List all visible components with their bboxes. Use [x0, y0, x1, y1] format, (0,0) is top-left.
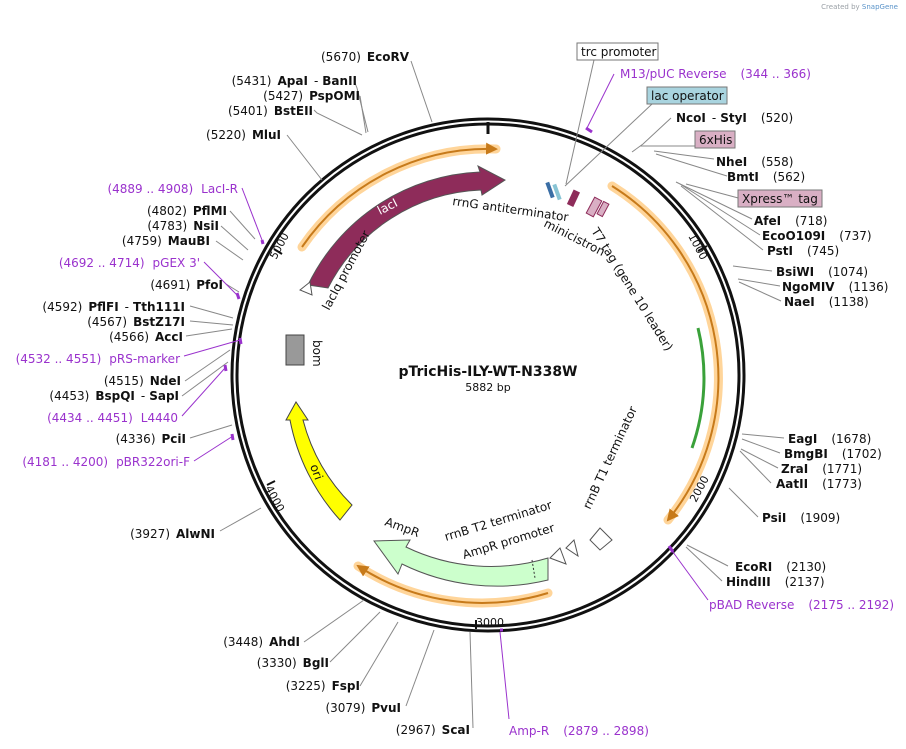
enzyme-bstz17i: (4567)BstZ17I [87, 315, 185, 329]
enzyme-fspi: (3225)FspI [286, 679, 360, 693]
primer-labels: M13/pUC Reverse(344 .. 366) (4889 .. 490… [16, 67, 894, 738]
boxed-xpress-tag: Xpress™ tag [737, 189, 823, 208]
ampr-promoter-arrow [549, 547, 567, 565]
enzyme-mlui: (5220)MluI [206, 128, 281, 142]
plasmid-name: pTricHis-ILY-WT-N338W [398, 364, 577, 380]
primer-l4440: (4434 .. 4451)L4440 [47, 411, 178, 425]
enzyme-ncoi: NcoI-StyI(520) [676, 111, 793, 125]
primer-laci-r: (4889 .. 4908)LacI-R [107, 182, 238, 196]
ori-label: ori [307, 462, 325, 481]
enzyme-pcii: (4336)PciI [116, 432, 186, 446]
laci-feature [307, 164, 506, 289]
primer-m13-puc-reverse: M13/pUC Reverse(344 .. 366) [620, 67, 811, 81]
enzyme-afei: AfeI(718) [754, 214, 827, 228]
trc-promoter-label: trc promoter [581, 45, 657, 59]
boxed-trc-promoter: trc promoter [576, 42, 659, 61]
plasmid-length: 5882 bp [465, 381, 510, 394]
insert-green-arc [690, 327, 706, 449]
t7tag-label: T7 tag (gene 10 leader) [588, 224, 676, 353]
tick-5000: 5000 [267, 231, 292, 262]
enzyme-ecori: EcoRI(2130) [735, 560, 826, 574]
enzyme-leaders [181, 60, 785, 729]
enzyme-pflfi: (4592)PflFI-Tth111I [42, 300, 185, 314]
enzyme-ndei: (4515)NdeI [104, 374, 181, 388]
enzyme-psti: PstI(745) [767, 244, 839, 258]
enzyme-hindiii: HindIII(2137) [726, 575, 825, 589]
tick-3000: 3000 [476, 616, 504, 629]
ampr-label: AmpR [383, 515, 421, 540]
orf-arcs [297, 142, 723, 608]
rrnb-t1-label: rrnB T1 terminator [580, 404, 640, 511]
boxed-6xhis: 6xHis [694, 130, 736, 149]
enzyme-ngomiv: NgoMIV(1136) [782, 280, 888, 294]
primer-prs-marker: (4532 .. 4551)pRS-marker [16, 352, 180, 366]
ampr-feature [373, 539, 549, 587]
enzyme-ahdi: (3448)AhdI [223, 635, 300, 649]
enzyme-acci: (4566)AccI [109, 330, 183, 344]
enzyme-alwni: (3927)AlwNI [130, 527, 215, 541]
enzyme-maubi: (4759)MauBI [122, 234, 210, 248]
6xhis-label: 6xHis [699, 133, 732, 147]
bom-label: bom [310, 340, 324, 367]
enzyme-pvui: (3079)PvuI [325, 701, 401, 715]
xpress-tag-label: Xpress™ tag [742, 192, 818, 206]
enzyme-pflmi: (4802)PflMI [147, 204, 227, 218]
enzyme-psii: PsiI(1909) [762, 511, 840, 525]
backbone-outer [230, 117, 746, 633]
boxed-lac-operator: lac operator [646, 86, 728, 105]
enzyme-zrai: ZraI(1771) [781, 462, 862, 476]
enzyme-bgli: (3330)BglI [257, 656, 329, 670]
credit-brand: SnapGene [861, 3, 898, 11]
enzyme-bmgbi: BmgBI(1702) [784, 447, 882, 461]
tick-4000: 4000 [262, 483, 287, 514]
enzyme-bmti: BmtI(562) [727, 170, 805, 184]
laciq-promoter-arrow [299, 281, 313, 296]
box-leaders [564, 59, 743, 200]
promoter-region-features [545, 181, 610, 218]
bom-feature [285, 334, 305, 366]
ampr-promoter-mark [531, 559, 536, 579]
enzyme-bsiwi: BsiWI(1074) [776, 265, 868, 279]
ori-feature [285, 401, 353, 521]
primer-pgex-3: (4692 .. 4714)pGEX 3' [59, 256, 200, 270]
enzyme-nhei: NheI(558) [716, 155, 793, 169]
enzyme-bspqi: (4453)BspQI-SapI [49, 389, 179, 403]
enzyme-labels-right: NcoI-StyI(520) NheI(558) BmtI(562) AfeI(… [676, 111, 888, 589]
primer-pbr322ori-f: (4181 .. 4200)pBR322ori-F [22, 455, 190, 469]
primer-amp-r: Amp-R(2879 .. 2898) [509, 724, 649, 738]
snapgene-credit: Created by SnapGene [821, 3, 898, 11]
rrnb-t1-arrow [589, 527, 613, 551]
enzyme-ecorv: (5670)EcoRV [321, 50, 410, 64]
enzyme-pspomi: (5427)PspOMI [263, 89, 360, 103]
enzyme-scai: (2967)ScaI [396, 723, 470, 737]
enzyme-eagi: EagI(1678) [788, 432, 871, 446]
enzyme-aatii: AatII(1773) [776, 477, 862, 491]
enzyme-nsii: (4783)NsiI [147, 219, 219, 233]
primer-pbad-reverse: pBAD Reverse(2175 .. 2192) [709, 598, 894, 612]
enzyme-naei: NaeI(1138) [784, 295, 869, 309]
lac-operator-label: lac operator [651, 89, 724, 103]
enzyme-bsteii: (5401)BstEII [228, 104, 313, 118]
enzyme-labels-left: (5670)EcoRV (5431)ApaI-BanII (5427)PspOM… [42, 50, 470, 737]
primer-leaders [181, 73, 709, 720]
credit-prefix: Created by [821, 3, 860, 11]
enzyme-ecoo109i: EcoO109I(737) [762, 229, 872, 243]
enzyme-pfoi: (4691)PfoI [150, 278, 223, 292]
enzyme-apai: (5431)ApaI-BanII [232, 74, 357, 88]
rrnb-t2-arrow [565, 539, 579, 558]
